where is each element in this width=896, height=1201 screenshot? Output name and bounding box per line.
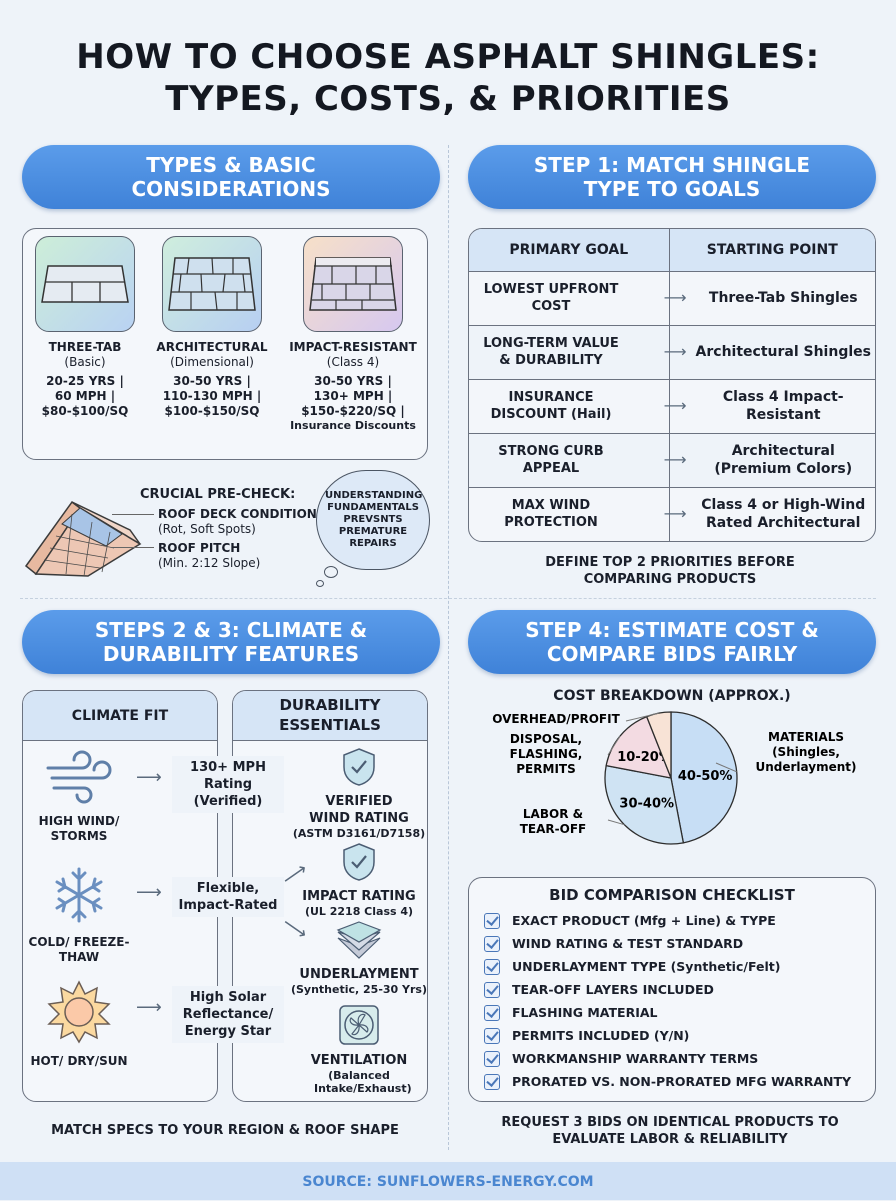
layers-icon <box>336 920 382 964</box>
checkbox-checked-icon[interactable] <box>484 1073 500 1090</box>
checklist-item: WIND RATING & TEST STANDARD <box>484 932 851 955</box>
checkbox-checked-icon[interactable] <box>484 958 500 975</box>
slice-name-label: OVERHEAD/PROFIT <box>492 712 620 726</box>
checklist-item: EXACT PRODUCT (Mfg + Line) & TYPE <box>484 909 851 932</box>
checklist-item: PERMITS INCLUDED (Y/N) <box>484 1024 851 1047</box>
step23-note: MATCH SPECS TO YOUR REGION & ROOF SHAPE <box>51 1123 399 1138</box>
durability-item: VERIFIED WIND RATING(ASTM D3161/D7158) <box>290 747 428 840</box>
shingle-type-card: THREE-TAB(Basic)20-25 YRS |60 MPH |$80-$… <box>26 236 144 433</box>
slice-name-label: DISPOSAL,FLASHING,PERMITS <box>510 732 583 776</box>
step23-header: STEPS 2 & 3: CLIMATE & DURABILITY FEATUR… <box>22 610 440 674</box>
goal-row: INSURANCE DISCOUNT (Hail)⟶Class 4 Impact… <box>469 378 875 433</box>
leader-line <box>112 514 154 515</box>
checkbox-checked-icon[interactable] <box>484 1004 500 1021</box>
source-link[interactable]: SOURCE: SUNFLOWERS-ENERGY.COM <box>302 1174 594 1190</box>
checklist-item: TEAR-OFF LAYERS INCLUDED <box>484 978 851 1001</box>
slice-value-label: 10-20% <box>617 750 672 765</box>
pie-slice <box>604 764 685 845</box>
chart-title: COST BREAKDOWN (APPROX.) <box>553 688 791 704</box>
shield-check-icon <box>341 842 377 886</box>
thought-dot <box>316 580 324 587</box>
step4-note: REQUEST 3 BIDS ON IDENTICAL PRODUCTS TO … <box>501 1115 839 1147</box>
goal-row: MAX WIND PROTECTION⟶Class 4 or High-Wind… <box>469 486 875 541</box>
shingle-type-card: IMPACT-RESISTANT(Class 4)30-50 YRS |130+… <box>280 236 426 433</box>
checkbox-checked-icon[interactable] <box>484 912 500 929</box>
checklist-item: WORKMANSHIP WARRANTY TERMS <box>484 1047 851 1070</box>
goals-table: PRIMARY GOAL STARTING POINT LOWEST UPFRON… <box>468 228 876 542</box>
snowflake-icon <box>51 865 107 929</box>
step4-header: STEP 4: ESTIMATE COST & COMPARE BIDS FAI… <box>468 610 876 674</box>
checklist-title: BID COMPARISON CHECKLIST <box>549 886 795 904</box>
shingle-architectural-icon <box>162 236 262 332</box>
step1-note: DEFINE TOP 2 PRIORITIES BEFORE COMPARING… <box>545 555 795 587</box>
checklist-item: FLASHING MATERIAL <box>484 1001 851 1024</box>
shingle-three-tab-icon <box>35 236 135 332</box>
shingle-impact-icon <box>303 236 403 332</box>
page-title: HOW TO CHOOSE ASPHALT SHINGLES: TYPES, C… <box>76 37 820 119</box>
fan-icon <box>338 1004 380 1050</box>
roof-illustration <box>22 484 142 584</box>
checklist-box <box>468 877 876 1102</box>
durability-item: UNDERLAYMENT(Synthetic, 25-30 Yrs) <box>290 920 428 996</box>
col-header-start: STARTING POINT <box>668 229 875 271</box>
climate-item: HIGH WIND/ STORMS <box>24 750 134 844</box>
leader-line <box>625 712 659 722</box>
col-header-goal: PRIMARY GOAL <box>509 241 629 258</box>
checkbox-checked-icon[interactable] <box>484 935 500 952</box>
sun-icon <box>47 980 111 1048</box>
precheck-item: ROOF PITCH (Min. 2:12 Slope) <box>158 541 261 570</box>
arrow-right-icon: ⟶ <box>136 767 162 788</box>
checklist-item: PRORATED VS. NON-PRORATED MFG WARRANTY <box>484 1070 851 1093</box>
shield-check-icon <box>341 747 377 791</box>
arrow-right-icon: ⟶ <box>136 997 162 1018</box>
types-header: TYPES & BASIC CONSIDERATIONS <box>22 145 440 209</box>
footer-bar: SOURCE: SUNFLOWERS-ENERGY.COM <box>0 1162 896 1200</box>
thought-dot <box>324 566 338 578</box>
leader-line <box>715 762 737 773</box>
checkbox-checked-icon[interactable] <box>484 1050 500 1067</box>
climate-item: COLD/ FREEZE-THAW <box>24 865 134 965</box>
pie-slice <box>645 711 672 779</box>
leader-line <box>607 819 625 826</box>
checkbox-checked-icon[interactable] <box>484 1027 500 1044</box>
slice-name-label: LABOR &TEAR-OFF <box>520 807 587 836</box>
wind-icon <box>44 750 114 808</box>
pie-slice <box>605 715 673 779</box>
step1-header: STEP 1: MATCH SHINGLE TYPE TO GOALS <box>468 145 876 209</box>
arrow-right-icon: ⟶ <box>136 882 162 903</box>
vertical-divider <box>448 145 449 1150</box>
slice-value-label: 40-50% <box>678 769 733 784</box>
goal-row: LOWEST UPFRONT COST⟶Three-Tab Shingles <box>469 270 875 325</box>
slice-value-label: 30-40% <box>619 796 674 811</box>
checkbox-checked-icon[interactable] <box>484 981 500 998</box>
climate-item: HOT/ DRY/SUN <box>24 980 134 1069</box>
durability-item: IMPACT RATING(UL 2218 Class 4) <box>290 842 428 918</box>
slice-name-label: MATERIALS(Shingles,Underlayment) <box>755 730 856 774</box>
goal-row: LONG-TERM VALUE & DURABILITY⟶Architectur… <box>469 324 875 379</box>
precheck-title: CRUCIAL PRE-CHECK: <box>140 487 296 502</box>
cost-pie-chart: 40-50% MATERIALS(Shingles,Underlayment) 30… <box>492 711 857 845</box>
thought-bubble: UNDERSTANDING FUNDAMENTALS PREVSNTS PREM… <box>316 470 430 570</box>
leader-line <box>607 735 621 756</box>
checklist-item: UNDERLAYMENT TYPE (Synthetic/Felt) <box>484 955 851 978</box>
durability-box: DURABILITY ESSENTIALS <box>232 690 428 1102</box>
durability-item: VENTILATION(Balanced Intake/Exhaust) <box>290 1004 428 1095</box>
horizontal-divider <box>20 598 876 599</box>
precheck-item: ROOF DECK CONDITION (Rot, Soft Spots) <box>158 507 317 536</box>
leader-line <box>112 547 154 548</box>
goal-row: STRONG CURB APPEAL⟶Architectural (Premiu… <box>469 432 875 487</box>
shingle-type-card: ARCHITECTURAL(Dimensional)30-50 YRS |110… <box>148 236 276 433</box>
